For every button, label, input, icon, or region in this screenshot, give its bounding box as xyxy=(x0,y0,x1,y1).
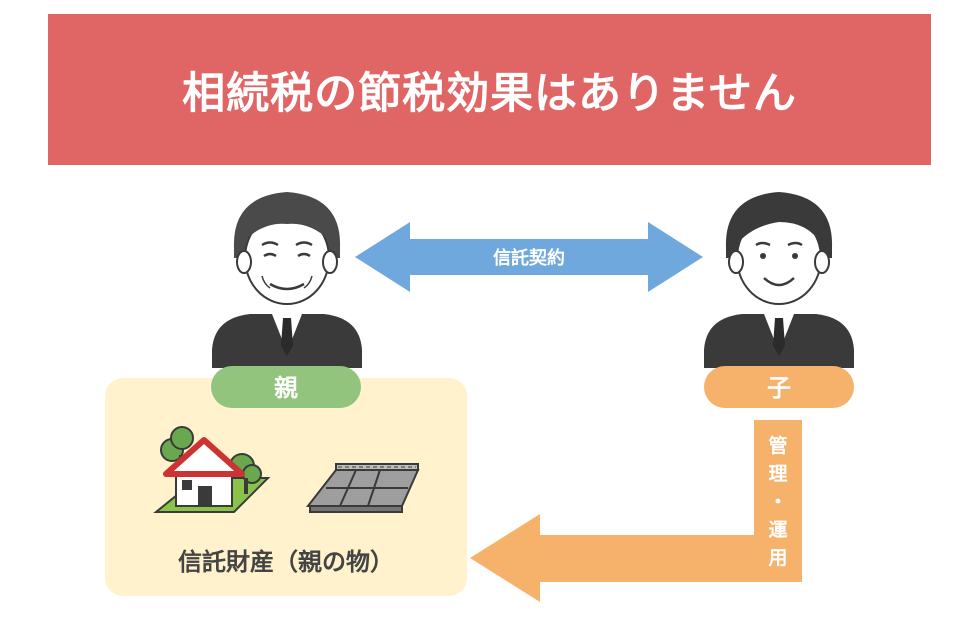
trust-property-box xyxy=(105,378,467,596)
trust-property-label: 信託財産（親の物） xyxy=(178,548,394,576)
parent-label-pill xyxy=(211,366,361,408)
management-char: 運 xyxy=(768,519,787,541)
title-banner: 相続税の節税効果はありません xyxy=(48,14,931,165)
management-char: ・ xyxy=(768,491,787,513)
management-label: 管 理 ・ 運 用 xyxy=(768,434,787,569)
parent-label: 親 xyxy=(274,374,298,402)
child-label: 子 xyxy=(767,374,791,402)
management-char: 理 xyxy=(768,463,787,485)
child-person-icon xyxy=(704,192,854,368)
management-char: 管 xyxy=(768,434,787,457)
contract-arrow xyxy=(355,222,703,292)
management-char: 用 xyxy=(768,547,787,569)
house-icon xyxy=(153,426,271,513)
child-label-pill xyxy=(704,366,854,408)
management-arrow xyxy=(470,420,802,602)
parent-person-icon xyxy=(212,192,362,368)
contract-label: 信託契約 xyxy=(493,247,565,269)
land-plot-icon xyxy=(305,463,420,513)
banner-title: 相続税の節税効果はありません xyxy=(182,68,797,119)
